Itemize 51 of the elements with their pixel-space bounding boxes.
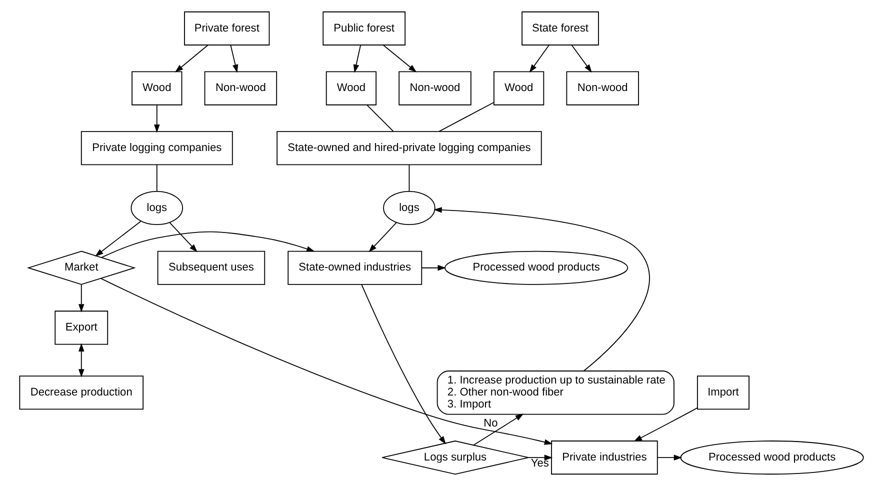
arrow	[154, 104, 160, 133]
arrow	[368, 222, 396, 252]
node-box: State-owned and hired-private logging companies	[276, 131, 542, 166]
node-box: Wood	[325, 71, 376, 106]
node-box: Public forest	[322, 11, 406, 46]
node-box: Private logging companies	[80, 131, 232, 166]
node-box: Import	[696, 376, 749, 410]
arrow	[570, 44, 592, 73]
arrow	[656, 454, 682, 460]
arrow	[433, 207, 650, 372]
arrow	[94, 220, 141, 256]
node-box: Private forest	[184, 11, 270, 46]
node-box: Wood	[131, 71, 182, 106]
node-box: State forest	[521, 11, 598, 46]
node-box: Private industries	[550, 440, 658, 475]
node-box: Non-wood	[204, 71, 277, 106]
arrow	[633, 407, 698, 442]
node-ellipse: Processed wood products	[680, 440, 864, 475]
node-box: Non-wood	[566, 71, 638, 106]
node-box: State-owned industries	[287, 250, 422, 285]
arrow	[78, 284, 84, 312]
node-box: 1. Increase production up to sustainable rate 2. Other non-wood fiber 3. Import	[436, 370, 674, 415]
node-diamond: Logs surplus	[381, 440, 528, 475]
arrow	[472, 414, 524, 446]
connector	[156, 164, 157, 192]
node-ellipse: Processed wood products	[444, 250, 628, 285]
connector	[438, 102, 494, 132]
arrow	[100, 278, 552, 445]
arrow	[100, 231, 314, 258]
arrow	[527, 454, 552, 460]
arrow	[528, 44, 549, 73]
arrow	[360, 284, 446, 444]
node-box: Subsequent uses	[156, 250, 265, 285]
node-box: Export	[54, 310, 108, 345]
arrow	[168, 222, 197, 252]
node-ellipse: logs	[382, 190, 435, 226]
node-box: Decrease production	[18, 376, 144, 410]
arrow	[352, 44, 361, 73]
arrow	[174, 44, 208, 72]
edge-label: No	[483, 418, 498, 430]
arrow	[382, 44, 416, 72]
edge-label: Yes	[530, 457, 548, 470]
arrow	[420, 264, 446, 271]
connector	[366, 104, 394, 132]
connector	[408, 164, 410, 192]
node-ellipse: logs	[130, 190, 183, 226]
node-box: Wood	[492, 71, 544, 106]
node-box: Non-wood	[398, 71, 471, 106]
arrow	[78, 343, 84, 378]
arrow	[230, 44, 238, 73]
node-diamond: Market	[26, 250, 136, 285]
